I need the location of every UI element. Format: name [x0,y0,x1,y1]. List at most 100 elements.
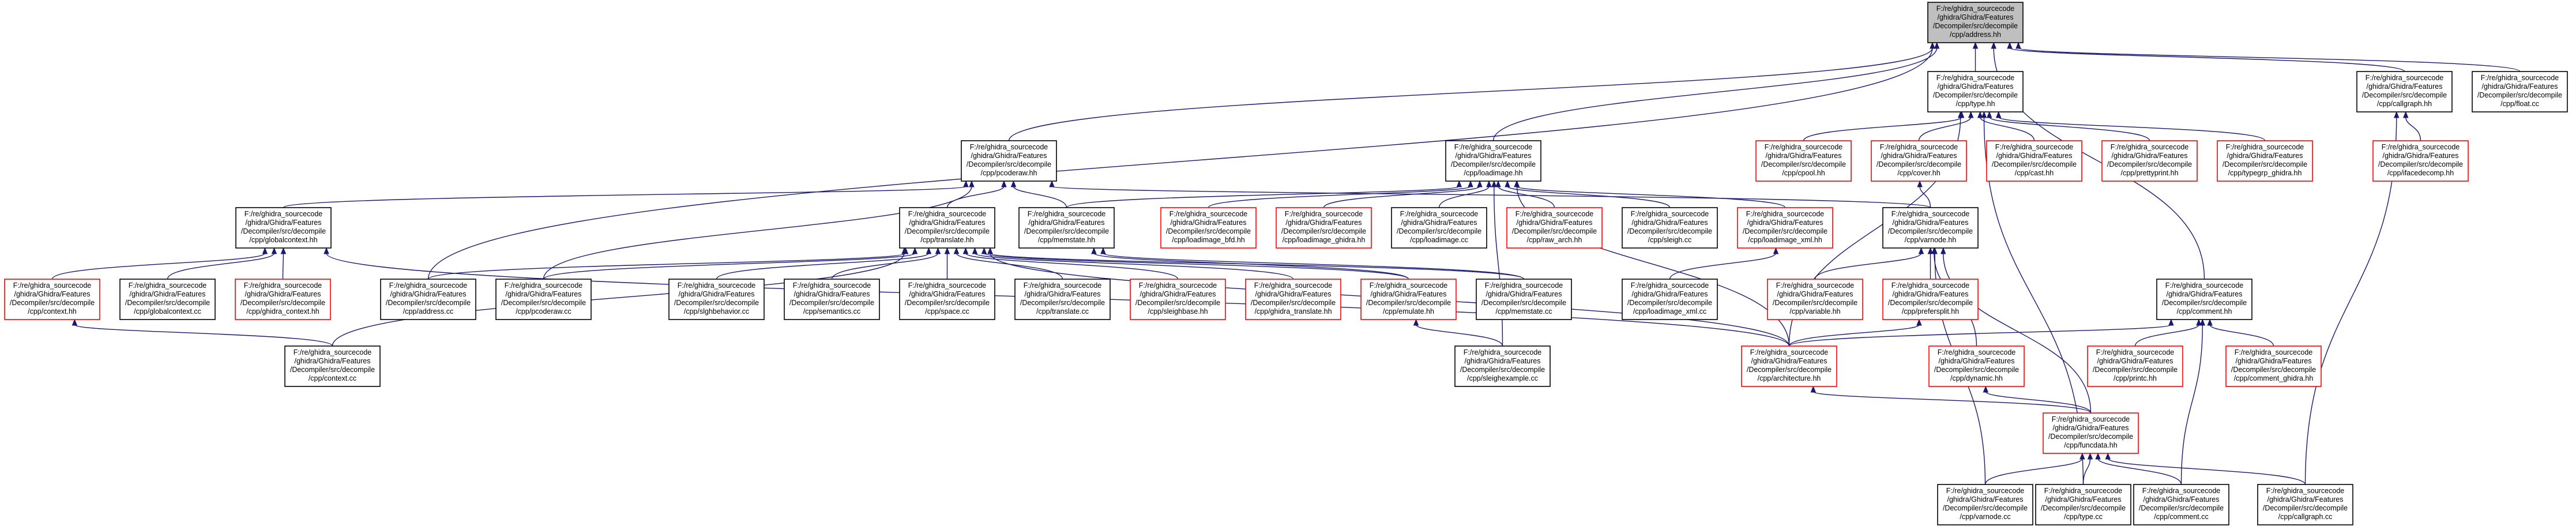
file-node-label-line: /cpp/printc.hh [2114,374,2157,382]
file-node-label-line: F:/re/ghidra_sourcecode [1485,281,1563,290]
file-node-float-cc[interactable]: F:/re/ghidra_sourcecode/ghidra/Ghidra/Fe… [2472,71,2568,112]
file-node-slghbehavior-cc[interactable]: F:/re/ghidra_sourcecode/ghidra/Ghidra/Fe… [668,279,765,320]
file-node-comment-cc[interactable]: F:/re/ghidra_sourcecode/ghidra/Ghidra/Fe… [2133,484,2229,525]
file-node-label-line: F:/re/ghidra_sourcecode [1285,210,1363,218]
edge-line [1008,47,1933,141]
file-node-label-line: /Decompiler/src/decompile [240,299,325,307]
file-node-label-line: /cpp/ghidra_translate.hh [1254,307,1332,315]
file-node-label-line: /Decompiler/src/decompile [2139,504,2224,512]
file-node-dynamic-hh[interactable]: F:/re/ghidra_sourcecode/ghidra/Ghidra/Fe… [1928,345,2025,387]
edge-arrowhead [1477,180,1483,187]
file-node-funcdata-hh[interactable]: F:/re/ghidra_sourcecode/ghidra/Ghidra/Fe… [2043,412,2139,454]
file-node-cast-hh[interactable]: F:/re/ghidra_sourcecode/ghidra/Ghidra/Fe… [1986,140,2082,182]
file-node-architecture-hh[interactable]: F:/re/ghidra_sourcecode/ghidra/Ghidra/Fe… [1741,345,1837,387]
file-node-ghidra-context-hh[interactable]: F:/re/ghidra_sourcecode/ghidra/Ghidra/Fe… [235,279,331,320]
file-node-variable-hh[interactable]: F:/re/ghidra_sourcecode/ghidra/Ghidra/Fe… [1767,279,1863,320]
file-node-box [784,279,880,320]
file-node-varnode-cc[interactable]: F:/re/ghidra_sourcecode/ghidra/Ghidra/Fe… [1937,484,2033,525]
edge-translate-hh-to-pcoderaw-hh [946,180,1007,208]
file-node-sleighbase-hh[interactable]: F:/re/ghidra_sourcecode/ghidra/Ghidra/Fe… [1130,279,1226,320]
file-node-ifacedecomp-hh[interactable]: F:/re/ghidra_sourcecode/ghidra/Ghidra/Fe… [2372,140,2469,182]
edge-arrowhead [935,247,941,254]
edge-line [1492,47,1938,141]
edge-line [1985,391,2092,414]
edge-varnode-hh-to-pcoderaw-hh [1049,180,1931,208]
file-node-label-line: /Decompiler/src/decompile [1481,299,1566,307]
file-node-translate-hh[interactable]: F:/re/ghidra_sourcecode/ghidra/Ghidra/Fe… [899,207,995,249]
file-node-address-hh[interactable]: F:/re/ghidra_sourcecode/ghidra/Ghidra/Fe… [1927,2,2024,43]
file-node-label-line: /ghidra/Ghidra/Features [294,357,370,365]
file-node-pcoderaw-cc[interactable]: F:/re/ghidra_sourcecode/ghidra/Ghidra/Fe… [495,279,592,320]
file-node-semantics-cc[interactable]: F:/re/ghidra_sourcecode/ghidra/Ghidra/Fe… [784,279,880,320]
file-node-loadimage-bfd-hh[interactable]: F:/re/ghidra_sourcecode/ghidra/Ghidra/Fe… [1160,207,1257,249]
edge-loadimage-cc-to-loadimage-hh [1438,180,1492,208]
file-node-loadimage-hh[interactable]: F:/re/ghidra_sourcecode/ghidra/Ghidra/Fe… [1445,140,1541,182]
file-node-box [2472,71,2568,112]
edge-loadimage-xml-hh-to-loadimage-hh [1514,180,1786,208]
file-node-comment-hh[interactable]: F:/re/ghidra_sourcecode/ghidra/Ghidra/Fe… [2156,279,2252,320]
file-node-comment-ghidra-hh[interactable]: F:/re/ghidra_sourcecode/ghidra/Ghidra/Fe… [2225,345,2322,387]
file-node-callgraph-cc[interactable]: F:/re/ghidra_sourcecode/ghidra/Ghidra/Fe… [2257,484,2353,525]
file-node-memstate-hh[interactable]: F:/re/ghidra_sourcecode/ghidra/Ghidra/Fe… [1018,207,1115,249]
edge-line [2018,47,2521,72]
file-node-cover-hh[interactable]: F:/re/ghidra_sourcecode/ghidra/Ghidra/Fe… [1871,140,1967,182]
file-node-label-line: /ghidra/Ghidra/Features [1892,290,1968,298]
file-node-label-line: F:/re/ghidra_sourcecode [2266,487,2345,495]
file-node-globalcontext-cc[interactable]: F:/re/ghidra_sourcecode/ghidra/Ghidra/Fe… [119,279,216,320]
edge-arrowhead [1934,42,1940,49]
file-node-globalcontext-hh[interactable]: F:/re/ghidra_sourcecode/ghidra/Ghidra/Fe… [235,207,332,249]
file-node-address-cc[interactable]: F:/re/ghidra_sourcecode/ghidra/Ghidra/Fe… [380,279,476,320]
file-node-translate-cc[interactable]: F:/re/ghidra_sourcecode/ghidra/Ghidra/Fe… [1014,279,1111,320]
file-node-loadimage-xml-hh[interactable]: F:/re/ghidra_sourcecode/ghidra/Ghidra/Fe… [1737,207,1833,249]
edge-arrowhead [1001,180,1007,187]
file-node-space-cc[interactable]: F:/re/ghidra_sourcecode/ghidra/Ghidra/Fe… [899,279,995,320]
file-node-loadimage-cc[interactable]: F:/re/ghidra_sourcecode/ghidra/Ghidra/Fe… [1391,207,1487,249]
file-node-varnode-hh[interactable]: F:/re/ghidra_sourcecode/ghidra/Ghidra/Fe… [1882,207,1979,249]
file-node-label-line: F:/re/ghidra_sourcecode [1400,210,1479,218]
file-node-pcoderaw-hh[interactable]: F:/re/ghidra_sourcecode/ghidra/Ghidra/Fe… [961,140,1057,182]
file-node-ghidra-translate-hh[interactable]: F:/re/ghidra_sourcecode/ghidra/Ghidra/Fe… [1245,279,1341,320]
file-node-cpool-hh[interactable]: F:/re/ghidra_sourcecode/ghidra/Ghidra/Fe… [1755,140,1852,182]
file-node-box [668,279,765,320]
file-node-sleigh-cc[interactable]: F:/re/ghidra_sourcecode/ghidra/Ghidra/Fe… [1622,207,1718,249]
edge-arrowhead [962,247,969,254]
file-node-label-line: /cpp/globalcontext.hh [249,236,317,244]
file-node-label-line: /cpp/translate.cc [1036,307,1089,315]
edge-line [1788,324,2172,347]
file-node-type-cc[interactable]: F:/re/ghidra_sourcecode/ghidra/Ghidra/Fe… [2035,484,2131,525]
file-node-label-line: /cpp/pcoderaw.cc [516,307,571,315]
edge-line [2304,117,2397,485]
file-node-typegrp-ghidra-hh[interactable]: F:/re/ghidra_sourcecode/ghidra/Ghidra/Fe… [2217,140,2313,182]
edge-emulate-hh-to-translate-hh [981,247,1409,280]
file-node-label-line: /ghidra/Ghidra/Features [14,290,90,298]
file-node-label-line: /ghidra/Ghidra/Features [245,219,321,227]
edge-arrowhead [1968,111,1974,118]
file-node-prefersplit-hh[interactable]: F:/re/ghidra_sourcecode/ghidra/Ghidra/Fe… [1882,279,1979,320]
file-node-label-line: /ghidra/Ghidra/Features [1285,219,1362,227]
file-node-callgraph-hh[interactable]: F:/re/ghidra_sourcecode/ghidra/Ghidra/Fe… [2356,71,2453,112]
file-node-emulate-hh[interactable]: F:/re/ghidra_sourcecode/ghidra/Ghidra/Fe… [1360,279,1457,320]
file-node-label-line: F:/re/ghidra_sourcecode [1938,348,2016,356]
file-node-label-line: /Decompiler/src/decompile [967,160,1051,168]
file-node-label-line: /ghidra/Ghidra/Features [678,290,754,298]
file-node-memstate-cc[interactable]: F:/re/ghidra_sourcecode/ghidra/Ghidra/Fe… [1476,279,1572,320]
file-node-sleighexample-cc[interactable]: F:/re/ghidra_sourcecode/ghidra/Ghidra/Fe… [1454,345,1551,387]
edge-loadimage-bfd-hh-to-loadimage-hh [1208,180,1473,208]
file-node-label-line: /ghidra/Ghidra/Features [1892,219,1968,227]
file-node-loadimage-ghidra-hh[interactable]: F:/re/ghidra_sourcecode/ghidra/Ghidra/Fe… [1276,207,1372,249]
file-node-prettyprint-hh[interactable]: F:/re/ghidra_sourcecode/ghidra/Ghidra/Fe… [2101,140,2198,182]
file-node-type-hh[interactable]: F:/re/ghidra_sourcecode/ghidra/Ghidra/Fe… [1927,71,2024,112]
file-node-label-line: /Decompiler/src/decompile [1747,366,1832,374]
file-node-context-hh[interactable]: F:/re/ghidra_sourcecode/ghidra/Ghidra/Fe… [4,279,100,320]
file-node-printc-hh[interactable]: F:/re/ghidra_sourcecode/ghidra/Ghidra/Fe… [2087,345,2183,387]
file-node-box [1622,279,1718,320]
edge-arrowhead [1514,180,1520,187]
file-node-box [961,140,1057,182]
file-node-context-cc[interactable]: F:/re/ghidra_sourcecode/ghidra/Ghidra/Fe… [284,345,381,387]
file-node-raw-arch-hh[interactable]: F:/re/ghidra_sourcecode/ghidra/Ghidra/Fe… [1506,207,1603,249]
edge-line [543,253,916,280]
file-node-loadimage-xml-cc[interactable]: F:/re/ghidra_sourcecode/ghidra/Ghidra/Fe… [1622,279,1718,320]
file-node-label-line: /cpp/loadimage.hh [1464,169,1522,177]
file-node-label-line: /Decompiler/src/decompile [1251,299,1336,307]
edge-architecture-hh-to-loadimage-hh [1514,180,1790,347]
